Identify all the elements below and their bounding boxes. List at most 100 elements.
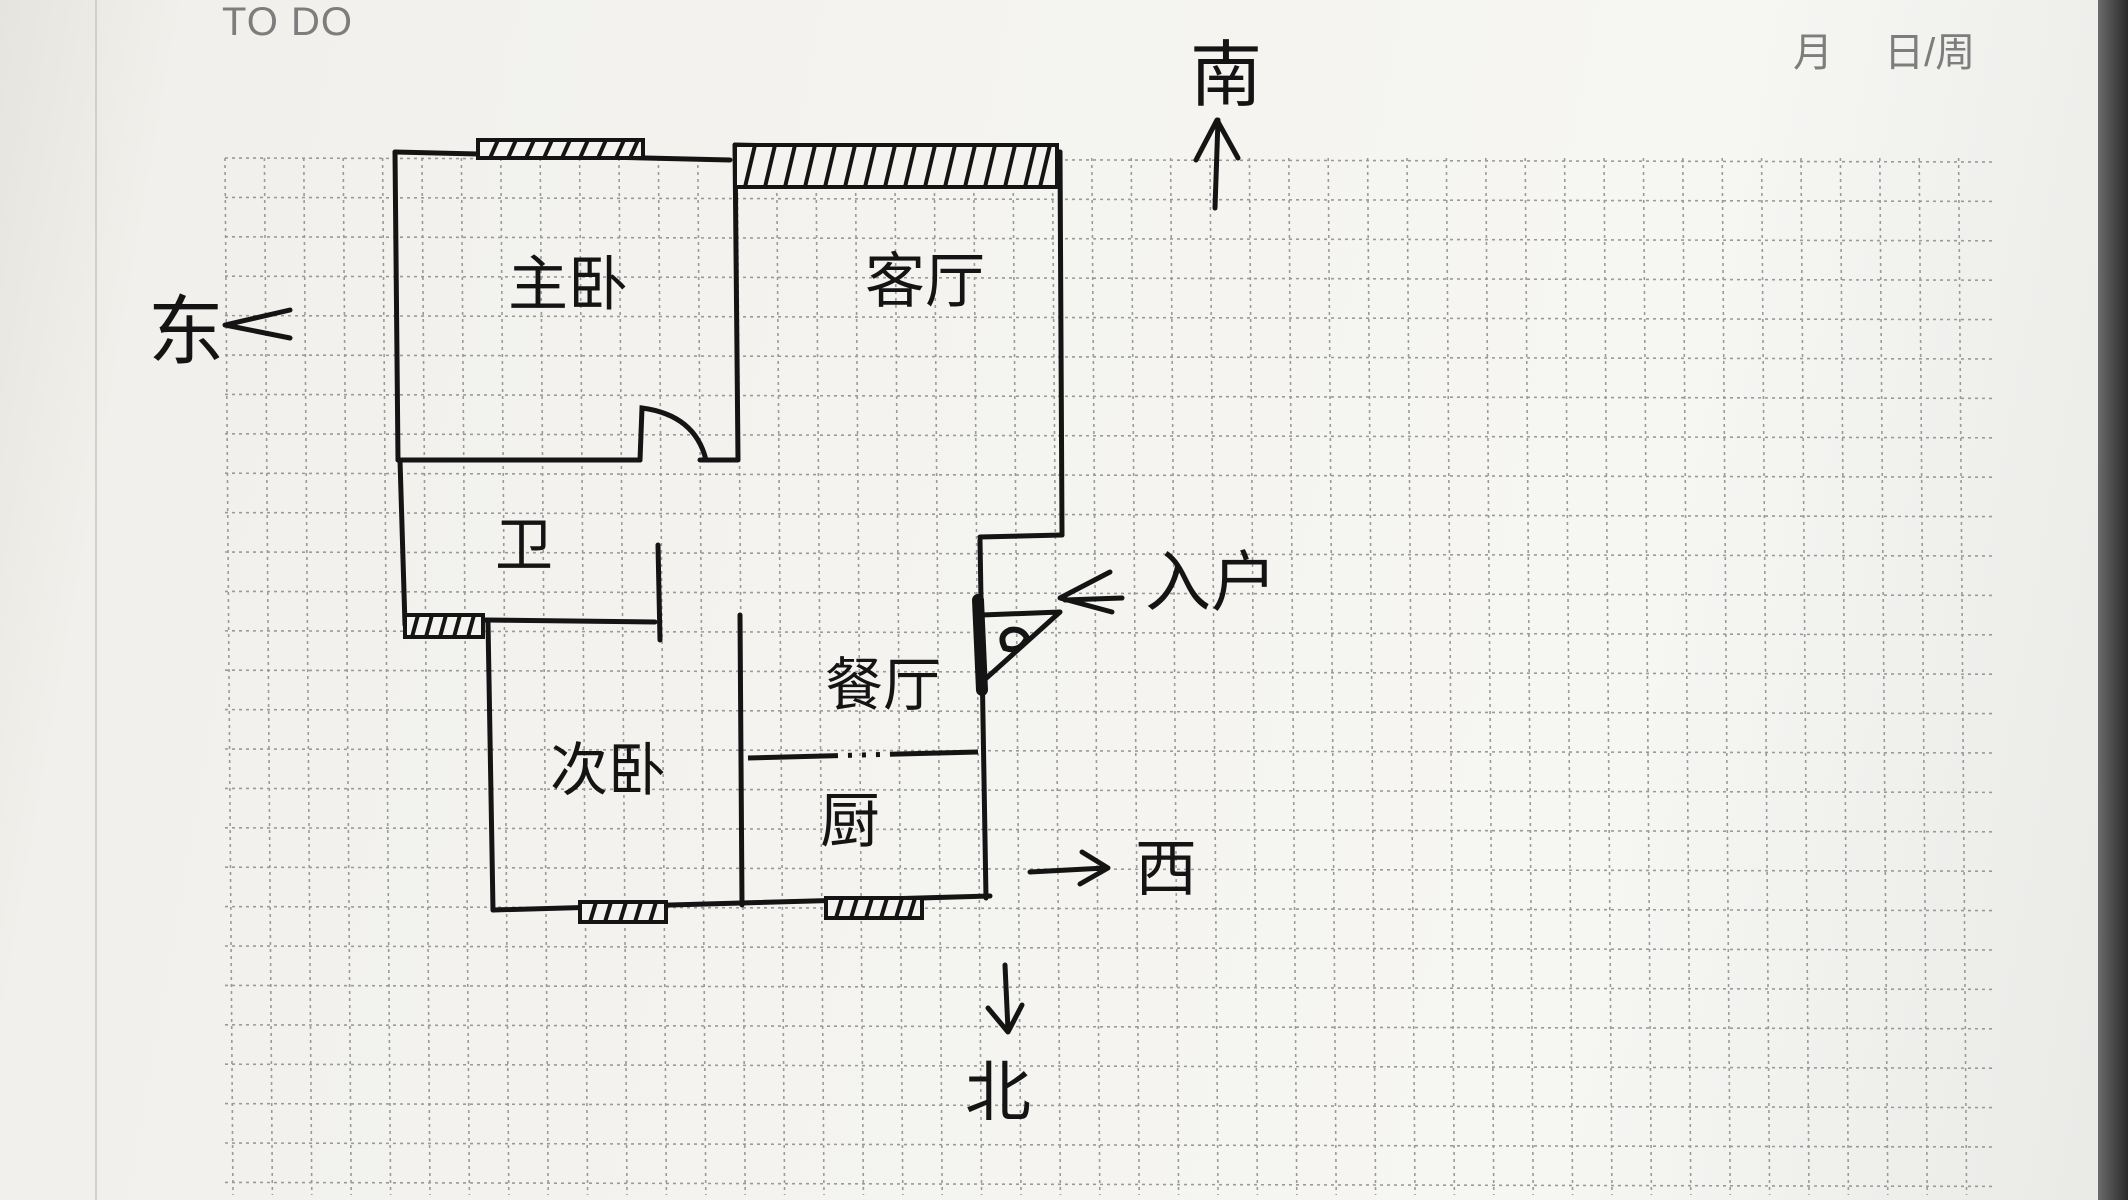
wall-west-lower — [397, 457, 408, 628]
grid-line-horizontal — [224, 826, 1996, 833]
label-north: 北 — [965, 1054, 1031, 1131]
grid-line-horizontal — [224, 669, 1996, 676]
grid-line-horizontal — [224, 1063, 1996, 1069]
grid-line-horizontal — [224, 196, 1996, 203]
grid-line-vertical — [618, 157, 628, 1196]
grid-line-vertical — [1248, 157, 1259, 1196]
grid-line-vertical — [342, 157, 352, 1196]
door-master-bedroom — [637, 405, 709, 463]
wall-second-bedroom-east — [737, 612, 745, 908]
grid-line-vertical — [697, 157, 707, 1196]
label-entrance: 入户 — [1145, 544, 1277, 621]
grid-line-vertical — [1957, 157, 1968, 1196]
grid-line-horizontal — [224, 787, 1996, 794]
arrow-east — [222, 307, 293, 341]
grid-line-vertical — [894, 157, 904, 1196]
arrow-entrance — [1057, 569, 1125, 615]
grid-line-vertical — [1760, 157, 1771, 1196]
grid-line-vertical — [1839, 157, 1850, 1196]
wall-bathroom-bottom — [482, 617, 658, 625]
grid-line-vertical — [539, 157, 549, 1196]
grid-line-horizontal — [224, 748, 1996, 754]
wall-second-bedroom-west — [485, 619, 496, 913]
grid-line-horizontal — [224, 393, 1996, 400]
label-south: 南 — [1190, 33, 1262, 117]
grid-line-vertical — [1012, 157, 1022, 1196]
grid-line-horizontal — [224, 472, 1996, 479]
grid-line-horizontal — [224, 236, 1996, 242]
grid-line-horizontal — [224, 708, 1996, 715]
grid-line-horizontal — [224, 551, 1996, 557]
window-kitchen — [824, 896, 924, 920]
grid-line-vertical — [1800, 157, 1810, 1196]
grid-line-horizontal — [224, 1102, 1996, 1109]
grid-line-vertical — [1445, 157, 1456, 1196]
grid-line-vertical — [1721, 157, 1731, 1196]
grid-line-vertical — [657, 157, 668, 1196]
grid-line-horizontal — [224, 590, 1996, 597]
grid-line-horizontal — [224, 1024, 1996, 1030]
todo-label: TO DO — [222, 0, 353, 44]
grid-line-vertical — [815, 157, 825, 1196]
label-bathroom: 卫 — [495, 511, 553, 579]
wall-dining-east — [977, 537, 989, 901]
wall-living-east — [1057, 149, 1065, 538]
window-second-bedroom — [578, 900, 668, 924]
grid-line-vertical — [1051, 157, 1062, 1196]
grid-line-vertical — [1288, 157, 1298, 1196]
doors — [637, 405, 1063, 685]
compass-arrows — [222, 117, 1241, 1035]
door-entrance-arc — [999, 626, 1031, 653]
label-kitchen: 厨 — [820, 787, 880, 857]
grid-line-horizontal — [224, 275, 1996, 282]
window-master-bedroom — [476, 138, 645, 160]
grid-line-vertical — [1327, 157, 1337, 1196]
grid-line-vertical — [1879, 157, 1889, 1196]
grid-line-vertical — [460, 157, 471, 1196]
grid-line-horizontal — [224, 314, 1996, 321]
grid-line-vertical — [263, 157, 274, 1196]
grid-line-vertical — [1682, 157, 1692, 1196]
grid-line-horizontal — [224, 866, 1996, 873]
grid-line-horizontal — [224, 354, 1996, 360]
grid-line-vertical — [854, 157, 865, 1196]
graph-paper-grid — [224, 157, 1996, 1196]
label-living-room: 客厅 — [865, 247, 985, 317]
photo-dark-edge — [2098, 0, 2128, 1200]
grid-line-vertical — [421, 157, 431, 1196]
arrow-north-down — [985, 962, 1025, 1035]
grid-line-vertical — [578, 157, 589, 1196]
arrow-west-right — [1027, 849, 1111, 887]
wall-bathroom-partition — [655, 542, 663, 643]
window-bathroom — [403, 613, 485, 639]
grid-line-vertical — [933, 157, 943, 1196]
grid-line-vertical — [1091, 157, 1101, 1196]
wall-west-upper — [392, 149, 401, 463]
date-label: 月 日/周 — [1793, 31, 1976, 75]
grid-line-vertical — [1406, 157, 1416, 1196]
grid-line-vertical — [1524, 157, 1534, 1196]
wall-entry-step — [977, 532, 1065, 540]
wall-master-living-divider — [697, 142, 741, 463]
grid-line-vertical — [1366, 157, 1377, 1196]
page-binding-edge — [95, 0, 97, 1200]
grid-line-horizontal — [224, 511, 1996, 518]
grid-line-vertical — [500, 157, 510, 1196]
grid-line-horizontal — [224, 1181, 1996, 1188]
grid-line-vertical — [1918, 157, 1928, 1196]
label-master-bedroom: 主卧 — [508, 250, 628, 320]
grid-line-vertical — [224, 157, 234, 1196]
label-west: 西 — [1135, 832, 1197, 905]
grid-line-vertical — [1209, 157, 1219, 1196]
grid-line-horizontal — [224, 432, 1996, 439]
grid-line-horizontal — [224, 984, 1996, 991]
grid-line-vertical — [1130, 157, 1140, 1196]
label-second-bedroom: 次卧 — [550, 736, 666, 804]
arrow-south-up — [1193, 117, 1241, 211]
grid-line-vertical — [1603, 157, 1613, 1196]
grid-line-vertical — [1563, 157, 1574, 1196]
grid-line-horizontal — [224, 629, 1996, 636]
grid-line-horizontal — [224, 1142, 1996, 1148]
window-living-room — [733, 143, 1059, 189]
